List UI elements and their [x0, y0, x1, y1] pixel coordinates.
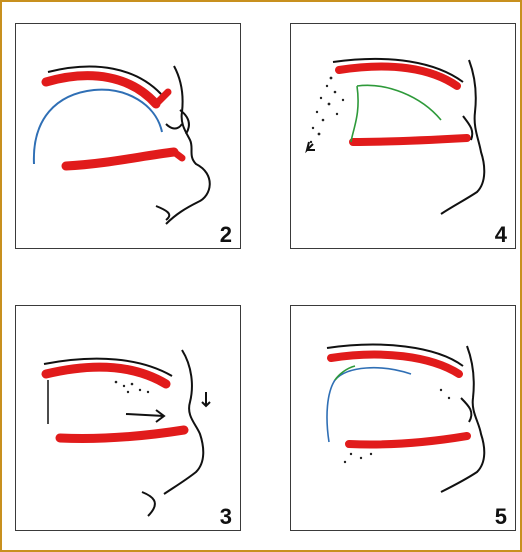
- airflow-particles: [310, 77, 344, 144]
- airflow-arrow: [202, 392, 210, 406]
- upper-palate: [46, 367, 166, 384]
- upper-palate-tip: [156, 92, 168, 104]
- airflow-particles: [115, 381, 150, 394]
- lower-palate-tip: [174, 152, 182, 158]
- panel-number: 2: [220, 224, 232, 246]
- panel-number: 3: [220, 506, 232, 528]
- face-profile: [166, 66, 210, 224]
- panel-3-drawing: [16, 306, 242, 532]
- panel-number: 5: [495, 506, 507, 528]
- panel-5: 5: [290, 305, 516, 531]
- panel-2-drawing: [16, 24, 242, 250]
- face-profile: [164, 350, 203, 494]
- lower-palate: [353, 138, 467, 142]
- airflow-curve: [351, 85, 441, 142]
- lower-palate: [60, 430, 184, 439]
- airflow-curve-blue: [327, 368, 411, 442]
- airflow-arrow: [126, 410, 164, 422]
- panel-4-drawing: [291, 24, 517, 250]
- lip-line: [142, 492, 155, 516]
- lip-line: [156, 206, 169, 220]
- inner-outline: [166, 124, 182, 129]
- airflow-particles: [344, 389, 450, 463]
- panel-4: 4: [290, 23, 516, 249]
- nostril-outline: [461, 398, 471, 422]
- panel-3: 3: [15, 305, 241, 531]
- lower-palate: [349, 436, 467, 445]
- panel-number: 4: [495, 224, 507, 246]
- lower-palate: [66, 152, 174, 166]
- panel-2: 2: [15, 23, 241, 249]
- panel-5-drawing: [291, 306, 517, 532]
